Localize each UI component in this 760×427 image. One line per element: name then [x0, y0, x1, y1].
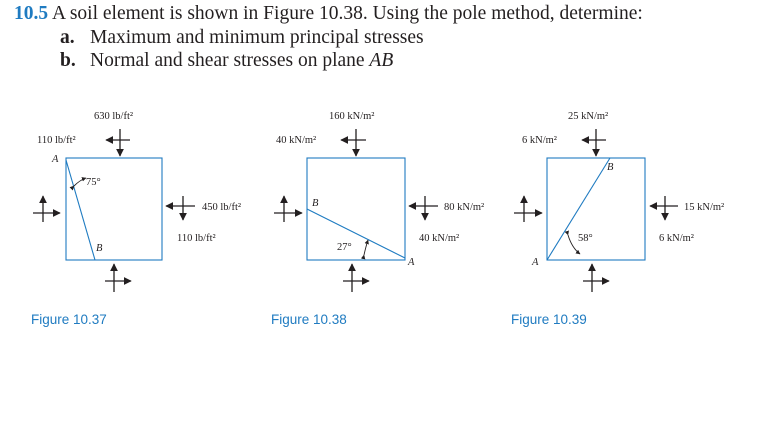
right-shear-label: 40 kN/m²	[419, 233, 459, 244]
angle-arc	[564, 230, 581, 255]
figure-caption-10-39: Figure 10.39	[511, 312, 587, 327]
left-stress-arrows	[274, 195, 303, 222]
vertex-b-label: B	[312, 198, 319, 209]
right-shear-label: 6 kN/m²	[659, 233, 694, 244]
vertex-a-label: A	[407, 257, 415, 268]
vertex-a-label: A	[51, 154, 59, 165]
right-normal-label: 80 kN/m²	[444, 202, 484, 213]
problem-text: A soil element is shown in Figure 10.38.…	[51, 3, 643, 24]
right-stress-arrows	[165, 196, 195, 221]
plane-ab-line	[65, 159, 96, 261]
top-normal-label: 160 kN/m²	[329, 111, 374, 122]
bottom-stress-arrows	[343, 263, 370, 292]
figure-10-37: 630 lb/ft² 110 lb/ft² 450 lb/ft² 110 lb/…	[33, 111, 241, 292]
vertex-b-label: B	[96, 243, 103, 254]
left-stress-arrows	[514, 195, 543, 222]
problem-number: 10.5	[14, 3, 49, 24]
right-stress-arrows	[649, 196, 678, 221]
part-b: b. Normal and shear stresses on plane AB	[14, 49, 754, 72]
part-a: a. Maximum and minimum principal stresses	[14, 26, 754, 49]
figure-10-38: 160 kN/m² 40 kN/m² 80 kN/m² 40 kN/m² 27°…	[274, 111, 484, 292]
figure-caption-10-38: Figure 10.38	[271, 312, 347, 327]
vertex-a-label: A	[531, 257, 539, 268]
left-stress-arrows	[33, 195, 61, 222]
angle-label: 75°	[86, 177, 101, 188]
right-shear-label: 110 lb/ft²	[177, 233, 216, 244]
part-a-label: a.	[60, 27, 75, 48]
bottom-stress-arrows	[583, 263, 610, 292]
angle-label: 58°	[578, 233, 593, 244]
top-shear-label: 110 lb/ft²	[37, 135, 76, 146]
problem-statement: 10.5 A soil element is shown in Figure 1…	[14, 2, 754, 72]
angle-label: 27°	[337, 242, 352, 253]
soil-element-box	[546, 157, 646, 261]
right-stress-arrows	[408, 196, 438, 221]
figure-10-39: 25 kN/m² 6 kN/m² 15 kN/m² 6 kN/m² 58° A …	[514, 111, 724, 292]
right-normal-label: 450 lb/ft²	[202, 202, 241, 213]
problem-line: 10.5 A soil element is shown in Figure 1…	[14, 2, 754, 26]
plane-ab-line	[546, 157, 611, 261]
top-shear-label: 40 kN/m²	[276, 135, 316, 146]
part-b-label: b.	[60, 50, 76, 71]
angle-arc	[69, 177, 87, 191]
top-stress-arrows	[340, 129, 366, 157]
plane-ab-line	[306, 208, 406, 259]
right-normal-label: 15 kN/m²	[684, 202, 724, 213]
part-b-plane: AB	[369, 50, 394, 71]
soil-element-box	[65, 157, 163, 261]
top-stress-arrows	[105, 129, 130, 157]
angle-arc	[360, 239, 369, 260]
part-a-text: Maximum and minimum principal stresses	[90, 27, 424, 48]
top-normal-label: 630 lb/ft²	[94, 111, 133, 122]
top-shear-label: 6 kN/m²	[522, 135, 557, 146]
bottom-stress-arrows	[105, 263, 132, 292]
top-normal-label: 25 kN/m²	[568, 111, 608, 122]
top-stress-arrows	[581, 129, 606, 157]
part-b-text: Normal and shear stresses on plane	[90, 50, 370, 71]
vertex-b-label: B	[607, 162, 614, 173]
soil-element-box	[306, 157, 406, 261]
figure-caption-10-37: Figure 10.37	[31, 312, 107, 327]
